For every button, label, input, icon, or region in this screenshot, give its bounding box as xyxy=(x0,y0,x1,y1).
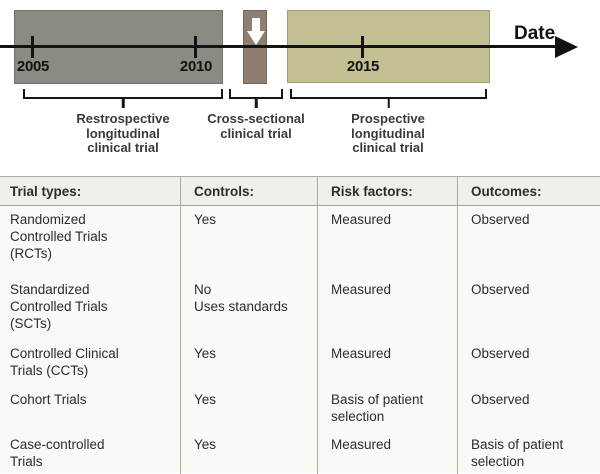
table-cell-risk-factors: Measured xyxy=(317,431,457,474)
table-cell-trial-type: Randomized Controlled Trials (RCTs) xyxy=(10,212,108,261)
label-prospective-trial: Prospective longitudinal clinical trial xyxy=(351,111,425,155)
trial-comparison-table: Trial types: Controls: Risk factors: Out… xyxy=(0,176,600,474)
table-cell-trial-type: Controlled Clinical Trials (CCTs) xyxy=(10,346,119,378)
table-cell-controls: Yes xyxy=(180,340,317,386)
bracket-center-tick xyxy=(254,97,258,108)
bracket-retrospective xyxy=(23,89,223,108)
table-cell-outcomes: Observed xyxy=(457,386,600,431)
table-cell-risk-factors: Measured xyxy=(317,276,457,340)
bracket-prospective xyxy=(290,89,487,108)
bracket-center-tick xyxy=(387,97,390,108)
tick-2010 xyxy=(194,36,197,58)
table-cell-controls: No Uses standards xyxy=(180,276,317,340)
bracket-cross-sectional xyxy=(229,89,283,108)
table-cell-controls: Yes xyxy=(180,431,317,474)
timeline-axis xyxy=(0,45,557,48)
year-label-2005: 2005 xyxy=(16,58,50,75)
table-cell-outcomes: Observed xyxy=(457,340,600,386)
down-arrow-icon xyxy=(247,18,265,45)
axis-title: Date xyxy=(514,23,556,44)
table-cell-risk-factors: Measured xyxy=(317,340,457,386)
timeline-diagram: 2005 2010 2015 Date Restrospective longi… xyxy=(0,0,600,176)
table-cell-trial-type: Case-controlled Trials xyxy=(10,437,105,469)
table-cell-risk-factors: Measured xyxy=(317,206,457,276)
table-cell-outcomes: Observed xyxy=(457,276,600,340)
column-header-outcomes: Outcomes: xyxy=(457,177,600,206)
table-cell-outcomes: Basis of patient selection xyxy=(457,431,600,474)
label-retrospective-trial: Restrospective longitudinal clinical tri… xyxy=(76,111,170,155)
column-header-risk-factors: Risk factors: xyxy=(317,177,457,206)
table-cell-risk-factors: Basis of patient selection xyxy=(317,386,457,431)
table-cell-trial-type: Standardized Controlled Trials (SCTs) xyxy=(10,282,108,331)
column-header-controls: Controls: xyxy=(180,177,317,206)
tick-2005 xyxy=(31,36,34,58)
column-header-trial-types: Trial types: xyxy=(0,177,180,206)
label-cross-sectional-trial: Cross-sectional clinical trial xyxy=(207,111,305,141)
table-cell-controls: Yes xyxy=(180,206,317,276)
year-label-2010: 2010 xyxy=(179,58,213,75)
bracket-center-tick xyxy=(121,97,125,108)
timeline-arrowhead-icon xyxy=(555,36,578,58)
year-label-2015: 2015 xyxy=(346,58,380,75)
table-cell-trial-type: Cohort Trials xyxy=(10,392,87,407)
tick-2015 xyxy=(361,36,364,58)
table-cell-outcomes: Observed xyxy=(457,206,600,276)
table-cell-controls: Yes xyxy=(180,386,317,431)
